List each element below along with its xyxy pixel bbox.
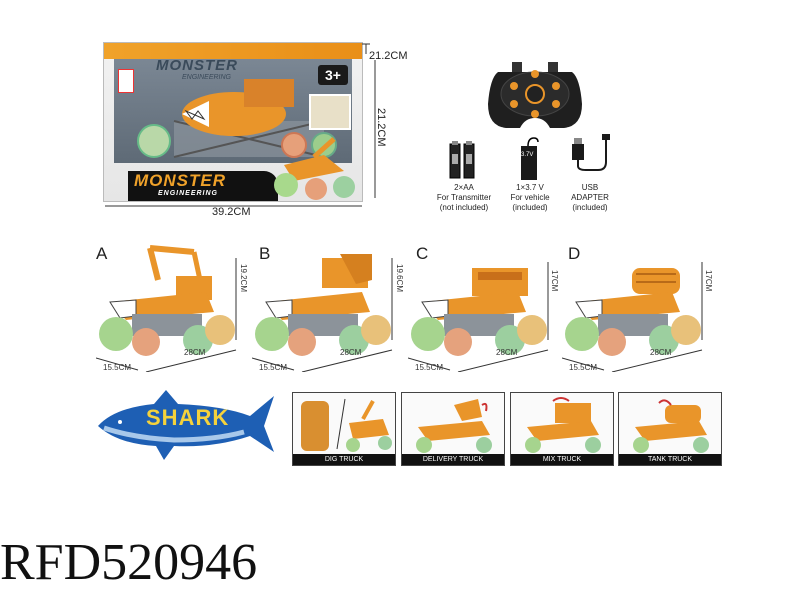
variant-b-width: 28CM — [340, 348, 362, 357]
variant-a-truck — [96, 245, 237, 372]
box-top-band — [104, 43, 362, 59]
variant-c-truck — [408, 262, 549, 372]
box-banner-title: MONSTER — [134, 171, 226, 190]
mode-thumb-mix: MIX TRUCK — [510, 392, 614, 466]
mode-thumb-dig: DIG TRUCK — [292, 392, 396, 466]
box-height-label: 21.2CM — [375, 108, 387, 147]
variant-b-height: 19.6CM — [395, 264, 404, 293]
mode-tank-illustration — [633, 399, 709, 453]
box-product-illustration — [137, 79, 351, 158]
accessory-usb-text: USB ADAPTER (included) — [571, 183, 609, 212]
box-banner: MONSTER ENGINEERING — [128, 171, 278, 201]
variant-c-depth: 15.5CM — [415, 363, 444, 372]
variant-c-width: 28CM — [496, 348, 518, 357]
variant-d-depth: 15.5CM — [569, 363, 598, 372]
accessory-aa-text: 2×AA For Transmitter (not included) — [436, 183, 492, 212]
mode-delivery-caption: DELIVERY TRUCK — [402, 454, 504, 465]
variant-d-width: 28CM — [650, 348, 672, 357]
variant-a-width: 28CM — [184, 348, 206, 357]
mode-dig-caption: DIG TRUCK — [293, 454, 395, 465]
remote-control-icon — [488, 62, 582, 128]
variant-b-depth: 15.5CM — [259, 363, 288, 372]
box-logo-title: MONSTER — [156, 57, 238, 74]
usb-adapter-icon — [572, 134, 610, 171]
variant-d-letter: D — [568, 244, 581, 263]
variant-c-height: 17CM — [550, 270, 559, 292]
variant-a-letter: A — [96, 244, 108, 263]
battery-aa-icon — [449, 141, 475, 179]
box-truck-illustration — [274, 137, 355, 200]
battery-37v-icon — [521, 137, 539, 180]
age-rating-badge: 3+ — [318, 65, 348, 85]
mode-dig-illustration — [301, 398, 392, 452]
accessory-usb-label: USB ADAPTER (included) — [560, 183, 620, 213]
brand-badge-icon — [118, 69, 134, 93]
box-width-label: 39.2CM — [212, 206, 251, 218]
variant-d-height: 17CM — [704, 270, 713, 292]
variant-d-truck — [562, 262, 703, 372]
shark-label: SHARK — [146, 405, 230, 430]
variant-c-letter: C — [416, 244, 429, 263]
mode-mix-caption: MIX TRUCK — [511, 454, 613, 465]
accessory-37v-text: 1×3.7 V For vehicle (included) — [510, 183, 550, 212]
box-dimension-lines — [105, 43, 376, 207]
box-depth-label: 21.2CM — [369, 50, 408, 62]
package-box: MONSTER ENGINEERING 3+ MONSTER ENGINEERI… — [103, 42, 363, 202]
variant-b-letter: B — [259, 244, 271, 263]
box-banner-subtitle: ENGINEERING — [158, 190, 219, 197]
shark-icon — [98, 390, 274, 460]
accessory-aa-label: 2×AA For Transmitter (not included) — [416, 183, 512, 213]
variant-a-height: 19.2CM — [239, 264, 248, 293]
battery-voltage-text: 3.7V — [521, 152, 534, 158]
box-window — [114, 59, 352, 163]
mode-delivery-illustration — [416, 399, 492, 453]
accessory-37v-label: 1×3.7 V For vehicle (included) — [492, 183, 568, 213]
variant-b-truck — [252, 254, 393, 372]
mode-thumb-delivery: DELIVERY TRUCK — [401, 392, 505, 466]
variant-a-depth: 15.5CM — [103, 363, 132, 372]
mode-tank-caption: TANK TRUCK — [619, 454, 721, 465]
mode-thumb-tank: TANK TRUCK — [618, 392, 722, 466]
mode-mix-illustration — [525, 397, 601, 453]
model-code: RFD520946 — [0, 534, 258, 591]
box-logo-subtitle: ENGINEERING — [182, 74, 232, 81]
